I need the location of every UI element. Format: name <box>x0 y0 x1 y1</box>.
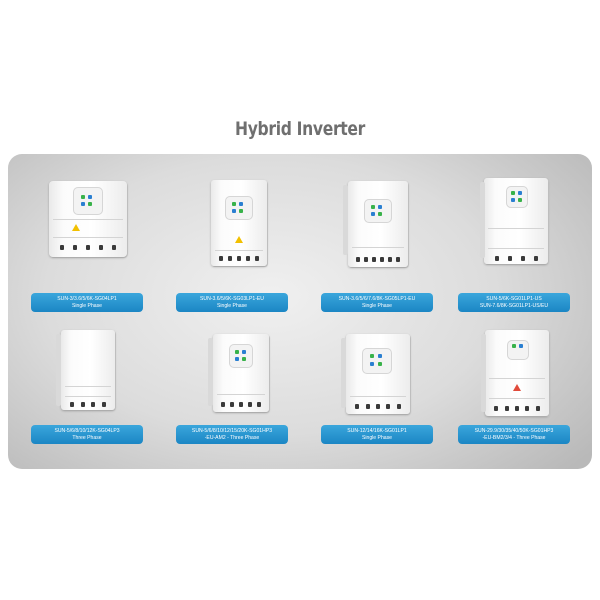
product-label: SUN-5/6/8/10/12/15/20K-SG01HP3 -EU-AM2 -… <box>176 425 288 445</box>
product-phase: SUN-7.6/8K-SG01LP1-US/EU <box>479 302 549 309</box>
product-phase: Single Phase <box>71 302 103 309</box>
product-phase: -EU-BM2/3/4 - Three Phase <box>482 434 546 441</box>
product-panel: SUN-3/3.6/5/6K-SG04LP1 Single Phase SUN-… <box>8 154 592 469</box>
product-label: SUN-5/6/8/10/12K-SG04LP3 Three Phase <box>31 425 143 445</box>
inverter-image <box>211 180 267 266</box>
inverter-image <box>208 334 269 412</box>
product-model: SUN-3.6/5/6/7.6/8K-SG05LP1-EU <box>338 296 416 302</box>
product-model: SUN-5/6/8/10/12/15/20K-SG01HP3 <box>191 428 273 434</box>
product-phase: Single Phase <box>361 434 393 441</box>
product-model: SUN-5/6K-SG01LP1-US <box>486 296 542 302</box>
product-label: SUN-3/3.6/5/6K-SG04LP1 Single Phase <box>31 293 143 313</box>
product-phase: Three Phase <box>72 434 102 441</box>
page-title: Hybrid Inverter <box>234 118 366 140</box>
product-label: SUN-29.9/30/35/40/50K-SG01HP3 -EU-BM2/3/… <box>458 425 570 445</box>
product-label: SUN-3.6/5/6/7.6/8K-SG05LP1-EU Single Pha… <box>321 293 433 313</box>
inverter-image <box>341 334 410 414</box>
product-label: SUN-12/14/16K-SG01LP1 Single Phase <box>321 425 433 445</box>
inverter-image <box>343 181 408 267</box>
product-model: SUN-3/3.6/5/6K-SG04LP1 <box>57 296 117 302</box>
product-phase: Single Phase <box>361 302 393 309</box>
product-model: SUN-29.9/30/35/40/50K-SG01HP3 <box>474 428 554 434</box>
inverter-image <box>56 330 115 410</box>
product-label: SUN-5/6K-SG01LP1-US SUN-7.6/8K-SG01LP1-U… <box>458 293 570 313</box>
product-model: SUN-12/14/16K-SG01LP1 <box>347 428 407 434</box>
inverter-image <box>481 330 549 416</box>
product-model: SUN-5/6/8/10/12K-SG04LP3 <box>54 428 120 434</box>
product-model: SUN-3.6/5/6K-SG03LP1-EU <box>200 296 264 302</box>
product-phase: Single Phase <box>216 302 248 309</box>
product-label: SUN-3.6/5/6K-SG03LP1-EU Single Phase <box>176 293 288 313</box>
product-phase: -EU-AM2 - Three Phase <box>204 434 260 441</box>
inverter-image <box>49 181 127 257</box>
inverter-image <box>480 178 548 264</box>
